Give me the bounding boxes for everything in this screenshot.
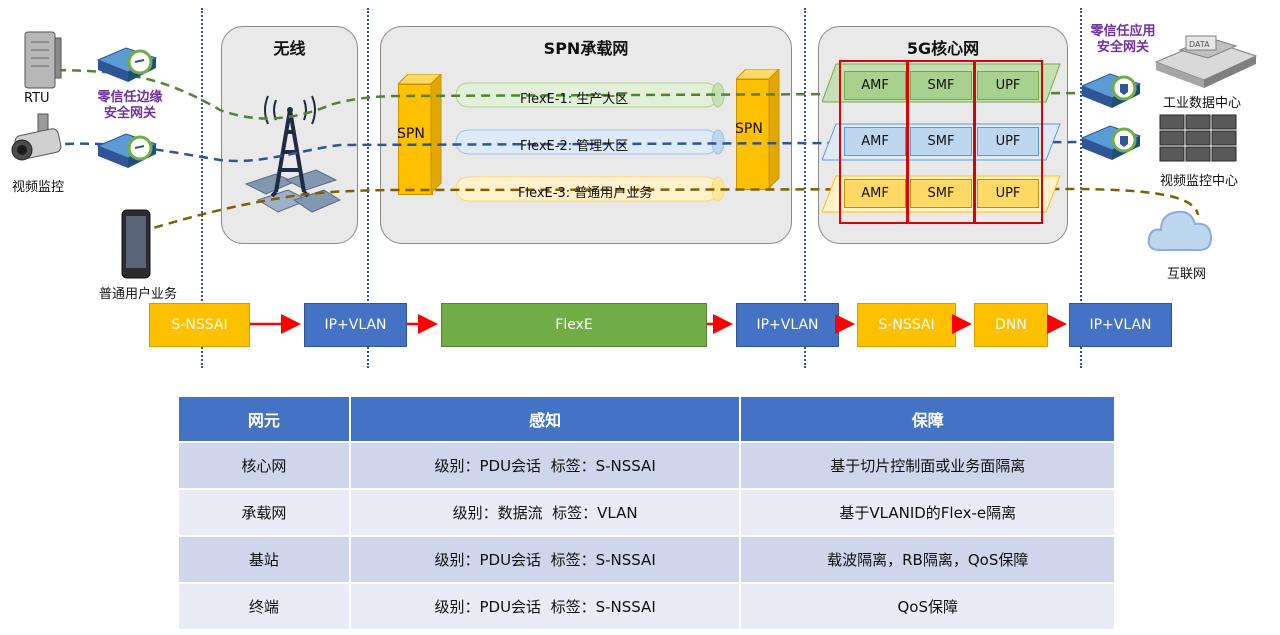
table-cell: 级别：数据流 标签：VLAN <box>349 488 742 536</box>
table-cell: 级别：PDU会话 标签：S-NSSAI <box>349 582 742 629</box>
nf-upf-1: UPF <box>977 71 1039 100</box>
flow-arrows <box>250 314 1067 334</box>
flow-ipvlan-2: IP+VLAN <box>736 303 839 347</box>
isolation-table: 网元 感知 保障 核心网 级别：PDU会话 标签：S-NSSAI 基于切片控制面… <box>179 397 1116 629</box>
datacenter-icon: DATA <box>1154 35 1258 88</box>
table-cell: 基站 <box>179 535 351 583</box>
flow-dnn: DNN <box>974 303 1048 347</box>
app-gateway-icon-2 <box>1080 125 1142 160</box>
nf-smf-3: SMF <box>910 179 972 208</box>
table-cell: 级别：PDU会话 标签：S-NSSAI <box>349 441 742 489</box>
flow-ipvlan-3: IP+VLAN <box>1069 303 1172 347</box>
edge-gateway-label: 零信任边缘 安全网关 <box>97 90 163 121</box>
core-zone-title: 5G核心网 <box>906 39 980 58</box>
flow-snssai-1: S-NSSAI <box>149 303 250 347</box>
spn-left-node-top <box>398 74 442 194</box>
smf-group-outline <box>906 60 976 224</box>
spn-right-node-top <box>736 69 780 189</box>
amf-group-outline <box>839 60 909 224</box>
divider-spn-core <box>804 8 806 368</box>
rtu-label: RTU <box>24 91 50 106</box>
video-center-icon <box>1159 114 1237 162</box>
rtu-icon <box>24 31 62 89</box>
table-cell: QoS保障 <box>740 582 1116 629</box>
table-row: 核心网 级别：PDU会话 标签：S-NSSAI 基于切片控制面或业务面隔离 <box>179 441 1116 489</box>
divider-terminal-wireless <box>201 8 203 368</box>
app-gateway-label: 零信任应用 安全网关 <box>1090 24 1156 55</box>
video-center-label: 视频监控中心 <box>1160 174 1239 189</box>
spn-zone-title: SPN承载网 <box>543 39 629 58</box>
spn-right-node <box>736 79 771 190</box>
table-row: 基站 级别：PDU会话 标签：S-NSSAI 载波隔离，RB隔离，QoS保障 <box>179 535 1116 583</box>
table-header-element: 网元 <box>179 397 351 442</box>
table-cell: 级别：PDU会话 标签：S-NSSAI <box>349 535 742 583</box>
table-cell: 基于VLANID的Flex-e隔离 <box>740 488 1116 536</box>
camera-label: 视频监控 <box>12 180 65 195</box>
wireless-zone-title: 无线 <box>273 39 306 58</box>
internet-cloud-icon <box>1147 210 1213 251</box>
divider-wireless-spn <box>367 8 369 368</box>
upf-group-outline <box>973 60 1043 224</box>
table-header-guarantee: 保障 <box>740 397 1116 442</box>
table-row: 终端 级别：PDU会话 标签：S-NSSAI QoS保障 <box>179 582 1116 629</box>
table-row: 承载网 级别：数据流 标签：VLAN 基于VLANID的Flex-e隔离 <box>179 488 1116 536</box>
flow-snssai-2: S-NSSAI <box>857 303 956 347</box>
nf-amf-3: AMF <box>844 179 906 208</box>
table-header-perception: 感知 <box>349 397 742 442</box>
table-cell: 载波隔离，RB隔离，QoS保障 <box>740 535 1116 583</box>
edge-gateway-icon-1 <box>96 47 158 82</box>
phone-icon <box>121 209 151 279</box>
nf-amf-1: AMF <box>844 71 906 100</box>
table-cell: 终端 <box>179 582 351 629</box>
nf-smf-1: SMF <box>910 71 972 100</box>
spn-left-label: SPN <box>397 126 425 142</box>
spn-right-label: SPN <box>735 121 763 137</box>
flexe-3-label: FlexE-3: 普通用户业务 <box>518 186 653 201</box>
datacenter-data-tag: DATA <box>1189 40 1210 49</box>
flow-ipvlan-1: IP+VLAN <box>304 303 407 347</box>
nf-upf-3: UPF <box>977 179 1039 208</box>
datacenter-label: 工业数据中心 <box>1163 96 1242 111</box>
flexe-1-label: FlexE-1: 生产大区 <box>520 92 629 107</box>
phone-label: 普通用户业务 <box>99 287 178 302</box>
nf-smf-2: SMF <box>910 127 972 156</box>
app-gateway-icon-1 <box>1080 73 1142 108</box>
nf-upf-2: UPF <box>977 127 1039 156</box>
nf-amf-2: AMF <box>844 127 906 156</box>
edge-gateway-icon-2 <box>96 133 158 168</box>
flexe-2-label: FlexE-2: 管理大区 <box>520 139 629 154</box>
table-cell: 核心网 <box>179 441 351 489</box>
table-cell: 承载网 <box>179 488 351 536</box>
internet-label: 互联网 <box>1167 267 1207 282</box>
flow-flexe: FlexE <box>441 303 707 347</box>
camera-icon <box>11 113 62 161</box>
table-cell: 基于切片控制面或业务面隔离 <box>740 441 1116 489</box>
